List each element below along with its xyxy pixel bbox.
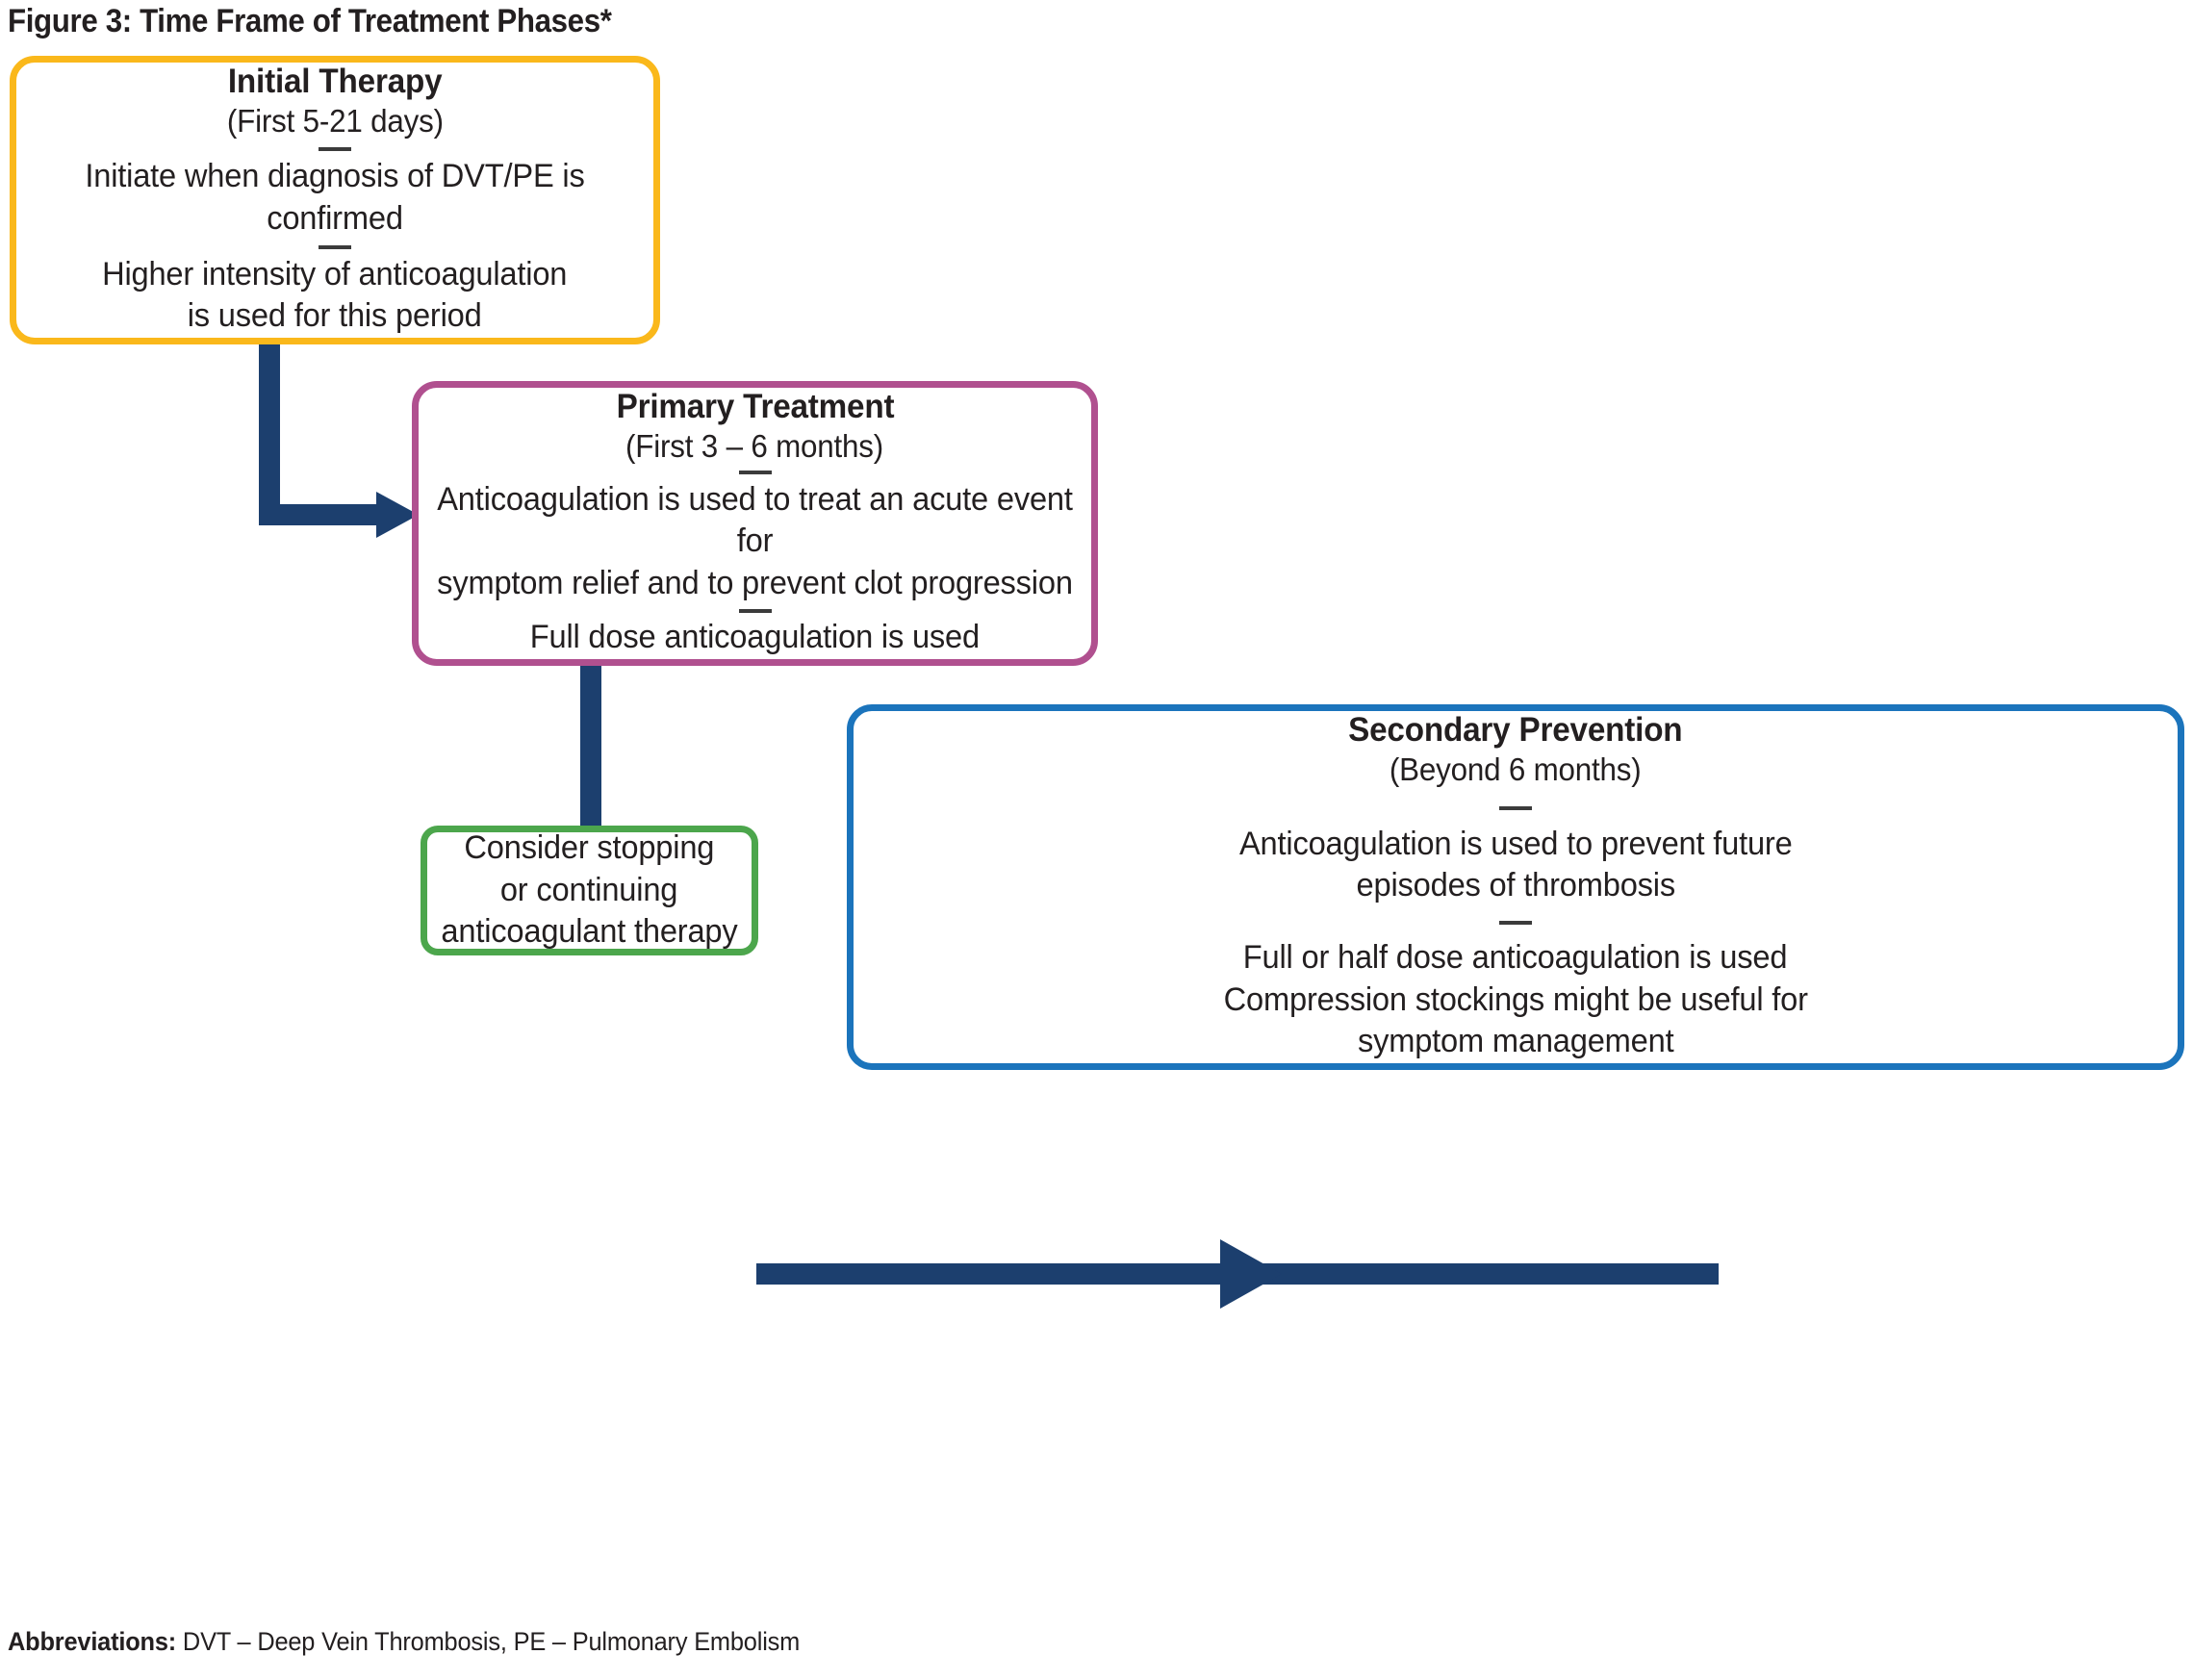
initial-therapy-separator-1 bbox=[319, 146, 351, 151]
secondary-prevention-body-3: Compression stockings might be useful fo… bbox=[1223, 980, 1807, 1063]
initial-therapy-body-2: Higher intensity of anticoagulation is u… bbox=[102, 254, 567, 338]
abbreviations-label: Abbreviations: bbox=[8, 1627, 177, 1656]
initial-therapy-body-2-line-1: Higher intensity of anticoagulation bbox=[102, 255, 568, 293]
primary-treatment-body-1-line-2: symptom relief and to prevent clot progr… bbox=[437, 564, 1073, 601]
consider-line-3: anticoagulant therapy bbox=[441, 913, 738, 951]
primary-treatment-separator-1 bbox=[738, 471, 772, 475]
abbreviations-footnote: Abbreviations: DVT – Deep Vein Thrombosi… bbox=[8, 1627, 800, 1657]
connector-initial-to-primary-vertical bbox=[259, 343, 280, 525]
secondary-prevention-body-2: Full or half dose anticoagulation is use… bbox=[1243, 939, 1788, 977]
phase-box-initial-therapy: Initial Therapy (First 5-21 days) Initia… bbox=[10, 56, 660, 344]
secondary-prevention-body-1-line-1: Anticoagulation is used to prevent futur… bbox=[1238, 825, 1793, 862]
primary-treatment-body-2: Full dose anticoagulation is used bbox=[529, 619, 981, 656]
primary-treatment-separator-2 bbox=[738, 608, 772, 613]
initial-therapy-separator-2 bbox=[319, 244, 351, 249]
secondary-prevention-subtitle: (Beyond 6 months) bbox=[1390, 751, 1642, 787]
primary-treatment-body-1: Anticoagulation is used to treat an acut… bbox=[432, 479, 1078, 605]
page-title: Figure 3: Time Frame of Treatment Phases… bbox=[8, 3, 612, 39]
secondary-prevention-body-3-line-1: Compression stockings might be useful fo… bbox=[1223, 980, 1808, 1018]
consider-line-1: Consider stopping bbox=[464, 829, 715, 867]
consider-line-2: or continuing bbox=[500, 871, 678, 908]
secondary-prevention-title: Secondary Prevention bbox=[1348, 711, 1683, 749]
secondary-prevention-separator-1 bbox=[1499, 806, 1532, 811]
secondary-prevention-body-1: Anticoagulation is used to prevent futur… bbox=[1239, 824, 1793, 907]
primary-treatment-subtitle: (First 3 – 6 months) bbox=[625, 427, 884, 464]
initial-therapy-title: Initial Therapy bbox=[227, 63, 443, 100]
secondary-prevention-separator-2 bbox=[1499, 920, 1532, 925]
initial-therapy-subtitle: (First 5-21 days) bbox=[226, 102, 444, 139]
secondary-prevention-body-1-line-2: episodes of thrombosis bbox=[1356, 867, 1675, 904]
decision-box-consider-therapy: Consider stopping or continuing anticoag… bbox=[421, 826, 758, 955]
phase-box-secondary-prevention: Secondary Prevention (Beyond 6 months) A… bbox=[847, 704, 2184, 1070]
initial-therapy-body-1: Initiate when diagnosis of DVT/PE is con… bbox=[85, 158, 585, 237]
connector-primary-to-consider-vertical bbox=[580, 664, 601, 829]
arrowhead-icon-initial-to-primary bbox=[376, 492, 419, 538]
abbreviations-text: DVT – Deep Vein Thrombosis, PE – Pulmona… bbox=[176, 1627, 801, 1656]
initial-therapy-body-2-line-2: is used for this period bbox=[188, 297, 482, 335]
primary-treatment-body-1-line-1: Anticoagulation is used to treat an acut… bbox=[437, 480, 1073, 560]
primary-treatment-title: Primary Treatment bbox=[616, 388, 894, 425]
secondary-prevention-body-3-line-2: symptom management bbox=[1357, 1023, 1674, 1060]
phase-box-primary-treatment: Primary Treatment (First 3 – 6 months) A… bbox=[412, 381, 1098, 666]
arrowhead-icon-consider-to-secondary bbox=[1220, 1239, 1282, 1309]
connector-initial-to-primary-horizontal bbox=[259, 504, 394, 525]
